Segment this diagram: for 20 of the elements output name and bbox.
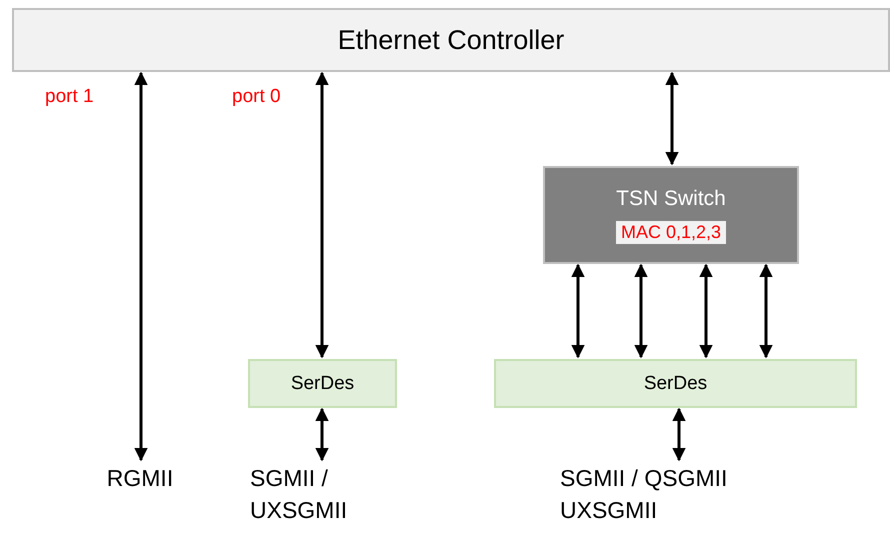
serdes-box: SerDes: [248, 359, 397, 408]
arrow: [672, 408, 686, 462]
interface-label: SGMII / QSGMII UXSGMII: [560, 462, 800, 538]
arrow: [759, 264, 773, 358]
arrow: [315, 72, 329, 358]
interface-label: SGMII / UXSGMII: [250, 462, 400, 538]
port-label: port 0: [232, 86, 281, 108]
port-label: port 1: [45, 86, 94, 108]
arrow: [665, 72, 679, 166]
arrow: [634, 264, 648, 358]
interface-label: RGMII: [80, 462, 200, 512]
arrow: [571, 264, 585, 358]
arrow: [315, 408, 329, 462]
arrow: [699, 264, 713, 358]
mac-label: MAC 0,1,2,3: [616, 220, 726, 244]
switch-box: [543, 166, 799, 264]
box-title: TSN Switch: [616, 186, 726, 210]
arrow: [134, 72, 148, 462]
serdes-box: SerDes: [494, 359, 857, 408]
controller-box: Ethernet Controller: [12, 8, 890, 72]
